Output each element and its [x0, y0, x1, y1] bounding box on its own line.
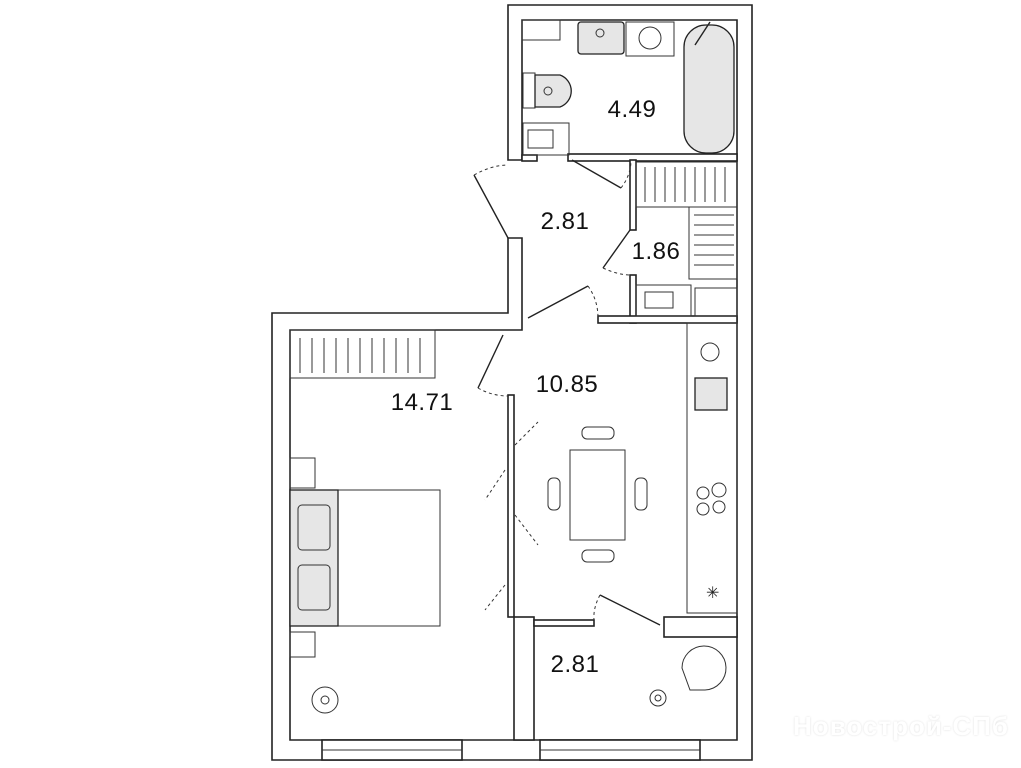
bedroom-fixtures [289, 329, 441, 714]
room-area-balcony: 2.81 [550, 651, 600, 678]
walls [271, 4, 753, 761]
svg-text:✳: ✳ [706, 585, 719, 602]
room-area-hallway: 2.81 [540, 208, 590, 235]
kitchen-fixtures: ✳ [547, 322, 738, 614]
room-area-wardrobe: 1.86 [631, 238, 681, 265]
wardrobe-shelves [635, 161, 738, 317]
room-area-kitchen-living: 10.85 [535, 371, 599, 398]
bathroom-fixtures [521, 19, 735, 156]
doors [473, 159, 661, 626]
room-area-bathroom: 4.49 [607, 96, 657, 123]
balcony-fixtures [649, 645, 727, 707]
watermark: Новострой-СПб [793, 711, 1009, 741]
room-area-bedroom: 14.71 [390, 389, 454, 416]
